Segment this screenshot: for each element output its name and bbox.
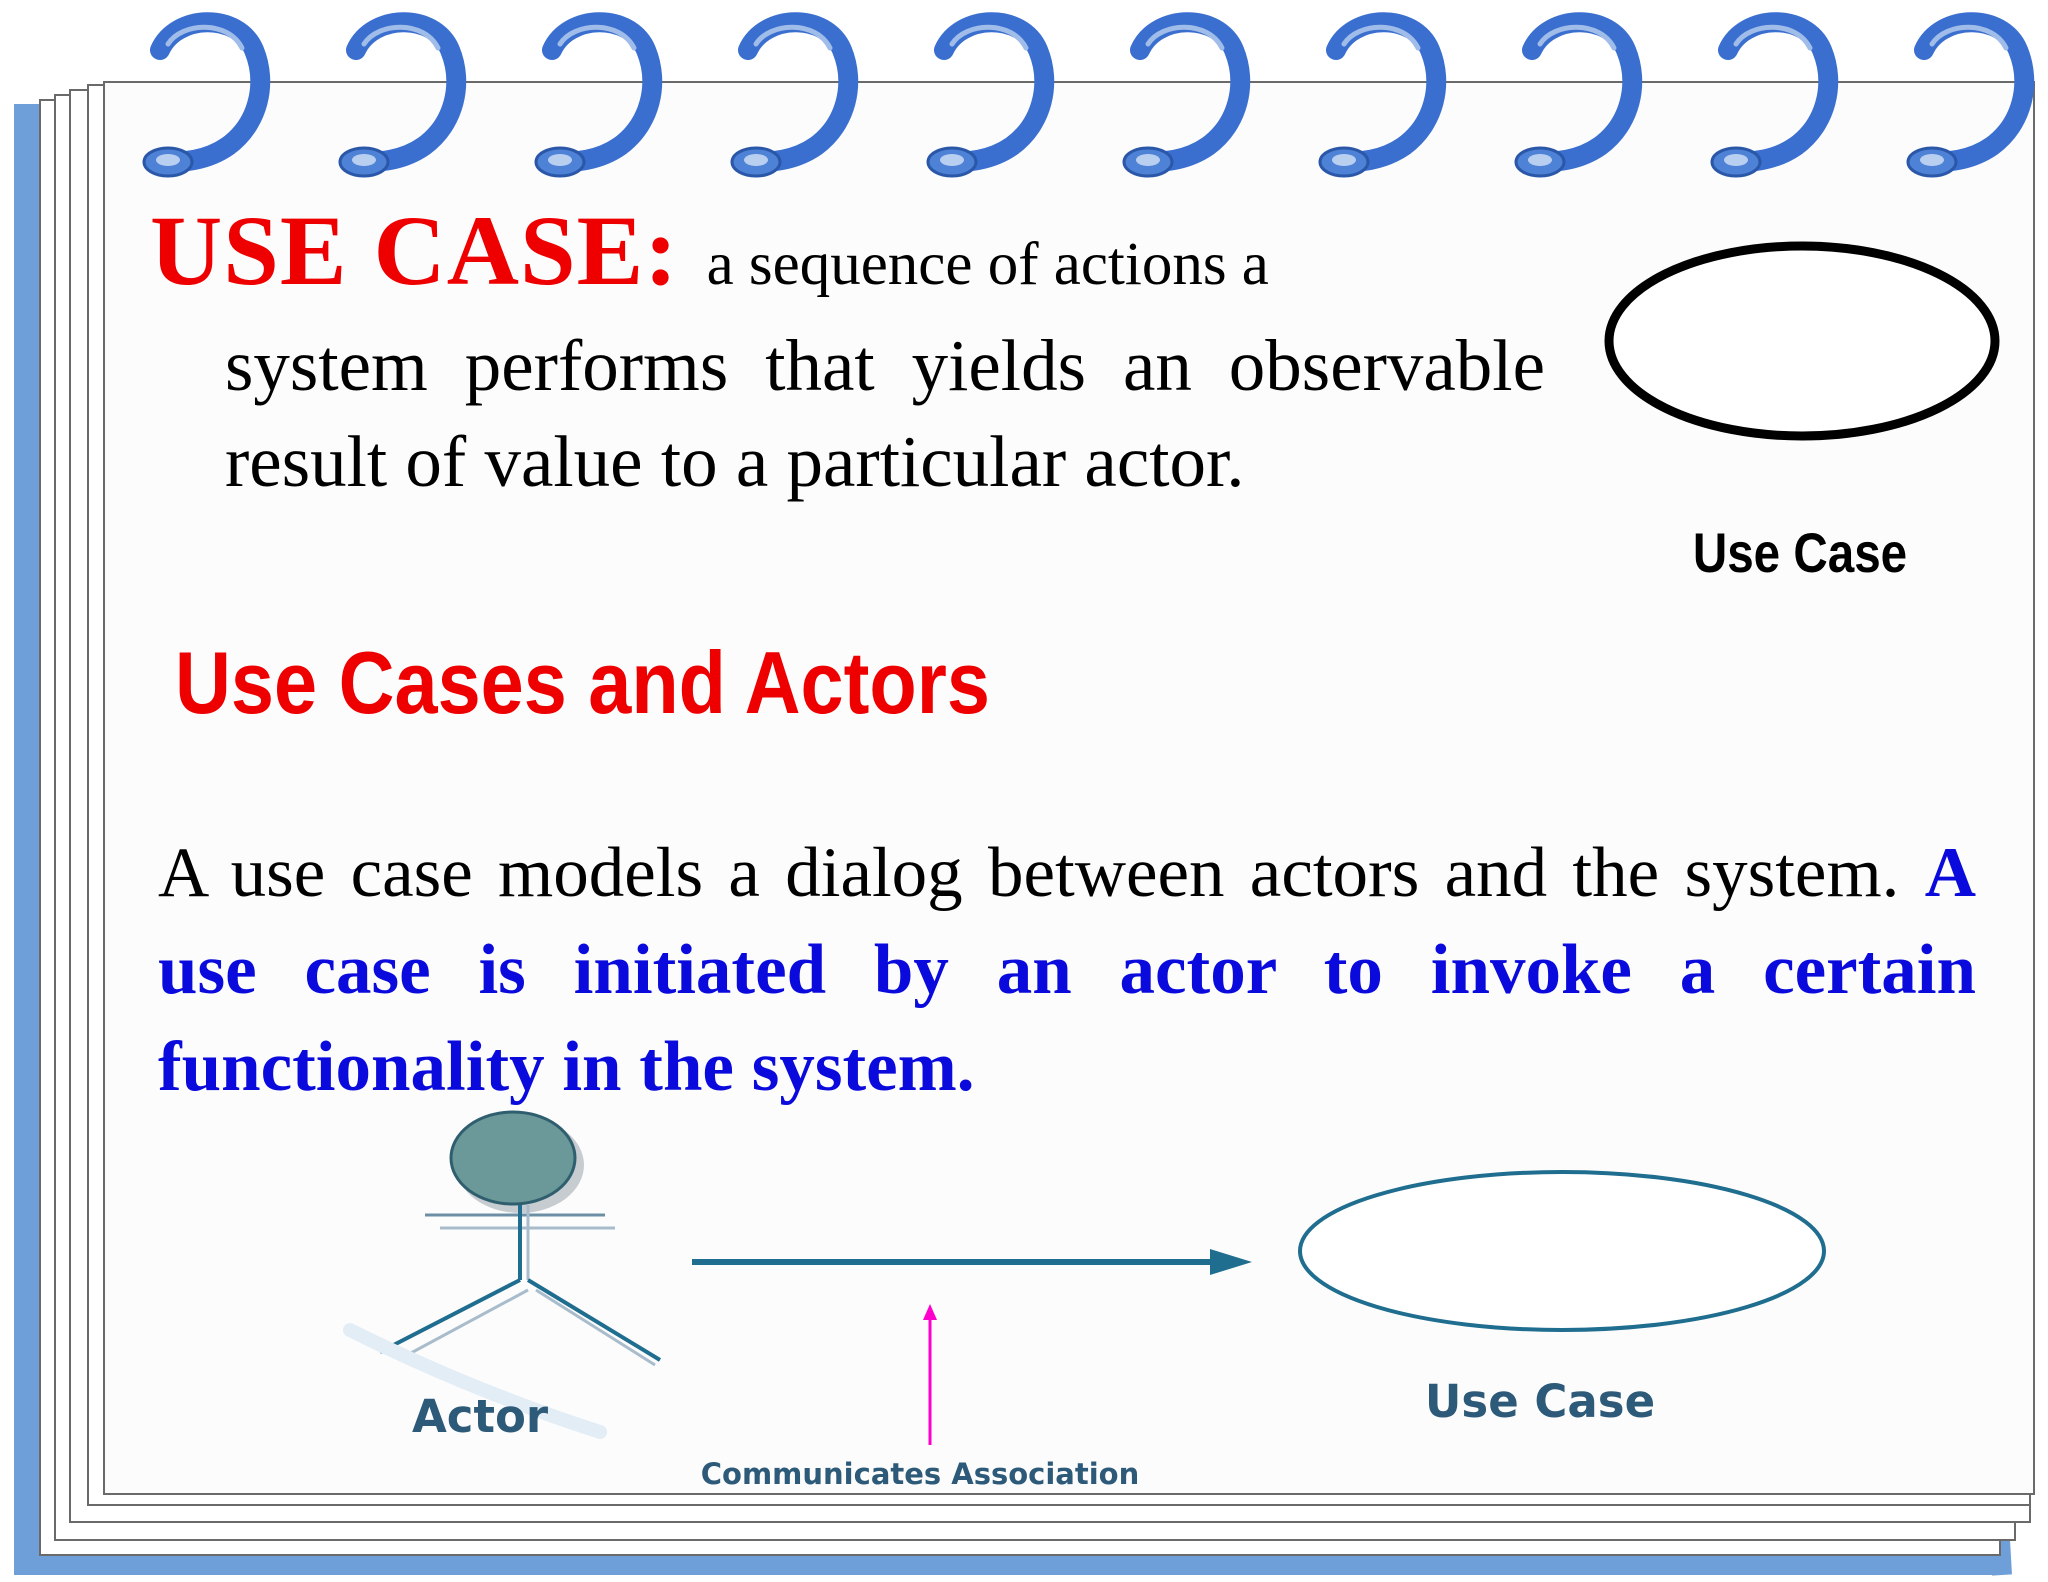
definition-text: system performs that yields an observabl…	[225, 325, 1545, 502]
association-label: Communicates Association	[700, 1457, 1140, 1491]
pointer-arrow-icon	[923, 1304, 937, 1445]
actor-figure-icon	[343, 1110, 662, 1439]
use-case-keyword: USE CASE:	[150, 195, 679, 306]
diagram-use-case-ellipse-icon	[1298, 1170, 1826, 1332]
diagram-use-case-label: Use Case	[1424, 1375, 1656, 1428]
definition-first-line: a sequence of actions a	[706, 231, 1269, 298]
use-case-symbol-label: Use Case	[1692, 521, 1908, 584]
paragraph-emphasis: A use case is initiated by an actor to i…	[158, 834, 1977, 1106]
association-arrow-icon	[692, 1249, 1252, 1275]
explanation-paragraph: A use case models a dialog between actor…	[158, 825, 1976, 1116]
actor-label: Actor	[411, 1390, 549, 1443]
paragraph-plain: A use case models a dialog between actor…	[158, 834, 1900, 912]
definition-heading: USE CASE: a sequence of actions a	[150, 196, 1545, 306]
section-title: Use Cases and Actors	[175, 633, 990, 732]
use-case-ellipse-icon	[1604, 241, 2000, 441]
